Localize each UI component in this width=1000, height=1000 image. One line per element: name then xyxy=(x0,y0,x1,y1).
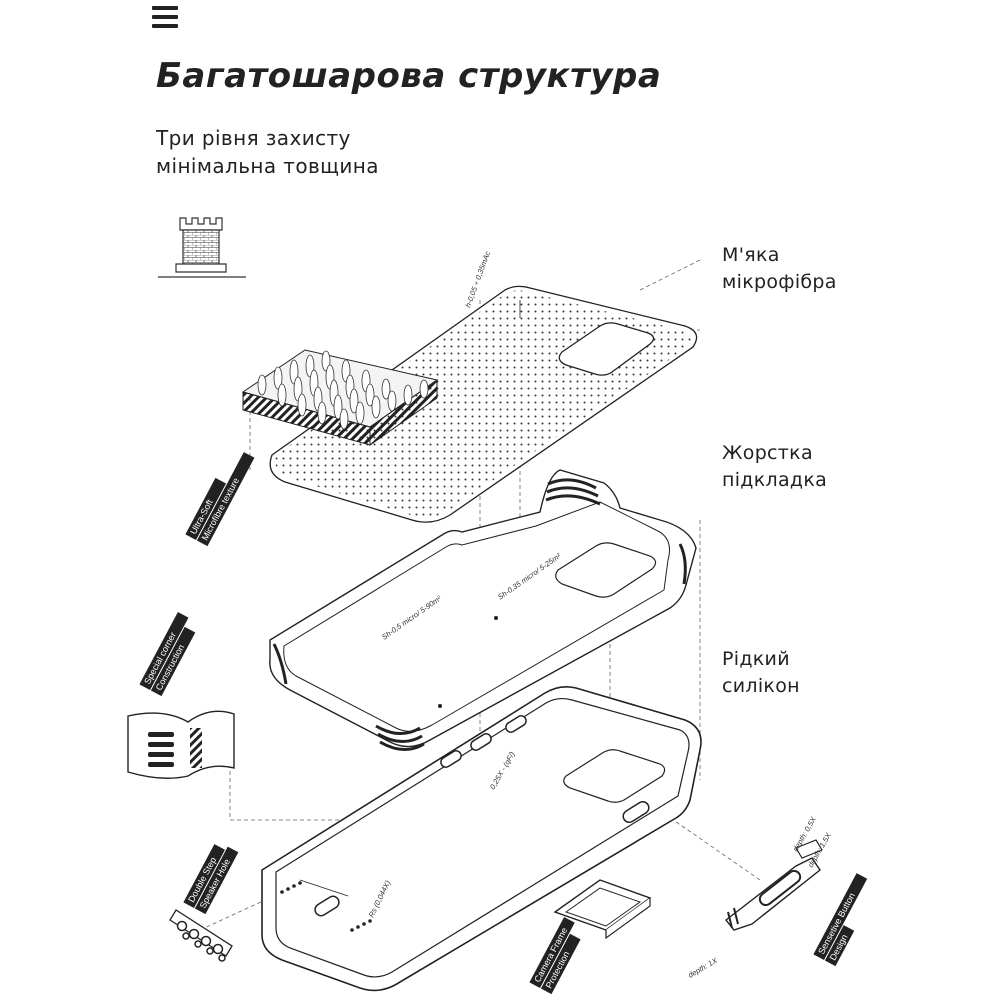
callout-microfibre: Ultra-Soft Microfibre texture xyxy=(185,452,255,547)
layer-3-line-2: силікон xyxy=(722,675,800,697)
speaker-hole-detail xyxy=(169,909,233,962)
layer-2-line-1: Жорстка xyxy=(722,442,813,464)
layer-1-line-2: мікрофібра xyxy=(722,271,837,293)
microfibre-layer: h-0,05 ÷ 0,35mAc xyxy=(241,250,698,523)
microfibre-thickness-label: h-0,05 ÷ 0,35mAc xyxy=(463,250,492,309)
callout-corner: Special corner Construction xyxy=(139,611,196,697)
subtitle-line-1: Три рівня захисту xyxy=(156,126,351,150)
subtitle-line-2: мінімальна товщина xyxy=(156,154,379,178)
page-title: Багатошарова структура xyxy=(156,56,662,96)
camera-frame-detail xyxy=(553,879,652,940)
layer-2-line-2: підкладка xyxy=(722,469,828,491)
page-subtitle: Три рівня захисту мінімальна товщина xyxy=(156,124,379,180)
layer-label-liquid-silicone: Рідкий силікон xyxy=(722,646,800,700)
castle-tower-icon xyxy=(158,217,246,278)
callout-camera: Camera Frame Protection xyxy=(529,917,581,995)
layer-label-hard-backing: Жорстка підкладка xyxy=(722,440,827,494)
button-detail: depth: 0,5X depth: 1,5X depth: 1X xyxy=(687,814,834,979)
hamburger-menu-icon[interactable] xyxy=(152,6,178,30)
callout-speaker: Double Step Speaker Hole xyxy=(183,844,239,915)
layer-label-microfibre: М'яка мікрофібра xyxy=(722,242,837,296)
layer-3-line-1: Рідкий xyxy=(722,648,790,670)
hard-backing-layer: Sh-0,35 micro/ 5-25m² Sh-0,5 micro/ 5-90… xyxy=(269,469,697,751)
liquid-silicone-layer: Rs (0,044X) 0,25X - (qF/) xyxy=(261,686,702,992)
layer-1-line-1: М'яка xyxy=(722,244,780,266)
button-depth-label-3: depth: 1X xyxy=(687,955,720,979)
corner-detail xyxy=(127,710,235,779)
callout-button: Sensetive Button Design xyxy=(813,873,868,967)
